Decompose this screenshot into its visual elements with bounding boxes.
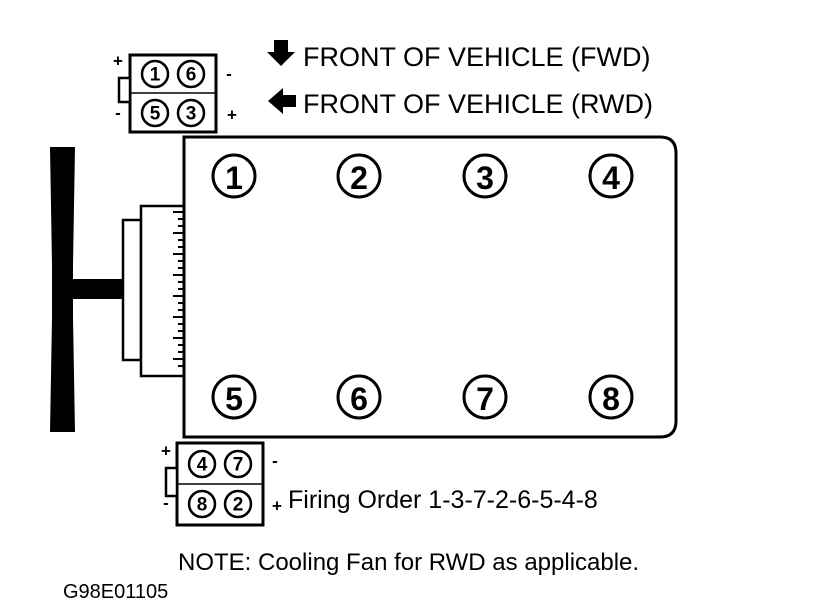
front-coil-sign-bottom-left: - [115, 104, 121, 123]
cylinder-2: 2 [350, 160, 368, 196]
cylinder-bank-top: 1 2 3 4 [211, 153, 634, 199]
rear-coil-sign-bottom-left: - [163, 494, 169, 513]
firing-order-label: Firing Order 1-3-7-2-6-5-4-8 [288, 486, 598, 514]
front-coil-tower-5: 5 [150, 104, 161, 125]
front-coil-pack: 1 6 5 3 + - - + [113, 52, 237, 134]
engine-block [182, 135, 678, 439]
rear-coil-pack: 4 7 8 2 + - - + [161, 441, 282, 527]
arrow-down-icon [267, 40, 295, 66]
cylinder-6: 6 [350, 381, 368, 417]
arrow-left-icon [268, 88, 296, 114]
front-coil-sign-top-right: - [226, 65, 232, 84]
cylinder-4: 4 [602, 160, 620, 196]
front-coil-sign-bottom-right: + [227, 106, 237, 125]
rear-coil-tower-8: 8 [197, 495, 208, 516]
cylinder-5: 5 [225, 381, 243, 417]
cylinder-bank-bottom: 5 6 7 8 [211, 374, 634, 420]
cylinder-7: 7 [476, 381, 494, 417]
cooling-fan-note: NOTE: Cooling Fan for RWD as applicable. [178, 549, 639, 576]
rear-coil-tower-2: 2 [233, 495, 244, 516]
front-coil-sign-top-left: + [113, 52, 123, 71]
rear-coil-tower-7: 7 [233, 455, 244, 476]
front-coil-tower-1: 1 [150, 65, 161, 86]
cylinder-8: 8 [602, 381, 620, 417]
legend-rwd: FRONT OF VEHICLE (RWD) [303, 89, 653, 119]
cylinder-3: 3 [476, 160, 494, 196]
front-coil-tower-6: 6 [186, 65, 197, 86]
front-coil-tower-3: 3 [186, 104, 197, 125]
cylinder-1: 1 [225, 160, 243, 196]
legend-fwd: FRONT OF VEHICLE (FWD) [303, 42, 651, 72]
rear-coil-tower-4: 4 [197, 455, 208, 476]
rear-coil-sign-top-left: + [161, 442, 171, 461]
crank-pulley [121, 204, 187, 378]
figure-id: G98E01105 [63, 581, 168, 603]
rear-coil-sign-top-right: - [272, 452, 278, 471]
rear-coil-sign-bottom-right: + [272, 497, 282, 516]
direction-legend: FRONT OF VEHICLE (FWD) FRONT OF VEHICLE … [267, 40, 653, 119]
cooling-fan [50, 147, 126, 432]
